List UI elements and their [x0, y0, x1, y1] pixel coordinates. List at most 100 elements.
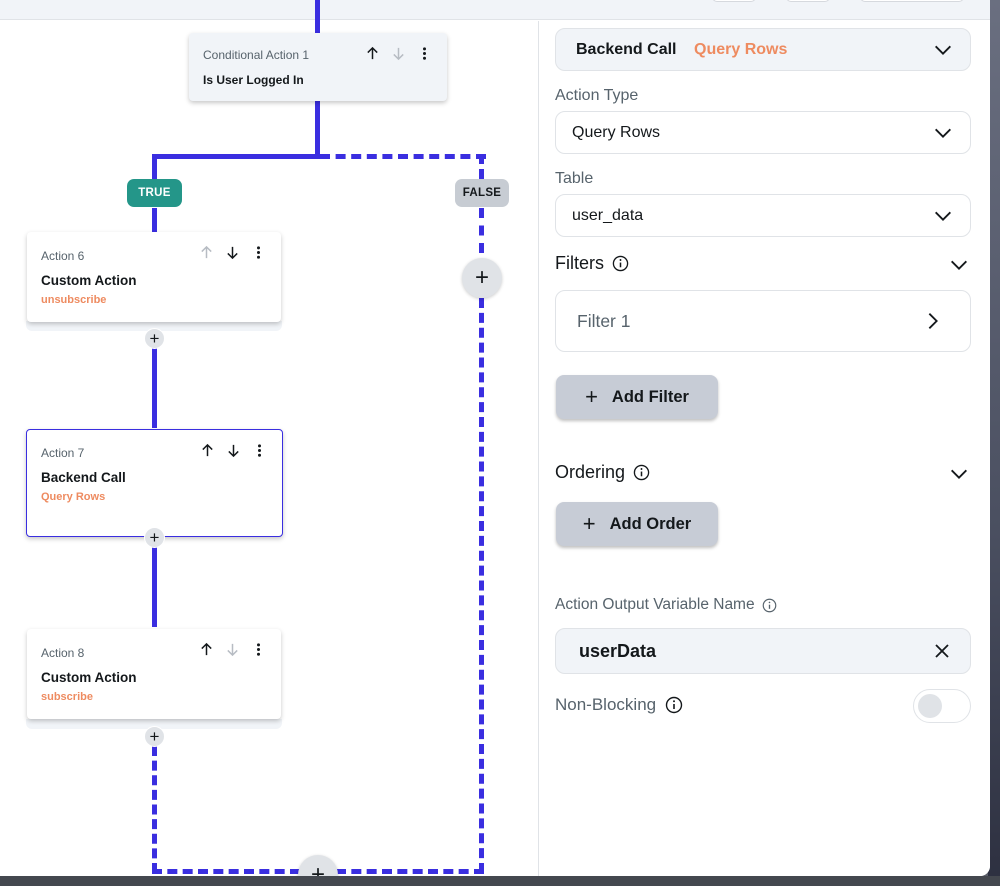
- plus-icon: +: [582, 511, 596, 536]
- add-action-button[interactable]: +: [144, 527, 165, 548]
- action-properties-panel: Backend Call Query Rows Action Type Quer…: [539, 21, 990, 876]
- connector-line: [152, 346, 157, 428]
- false-branch-line: [479, 298, 484, 873]
- action-type-dropdown[interactable]: Query Rows: [555, 111, 971, 154]
- card-footer: [26, 321, 282, 331]
- arrow-down-icon[interactable]: [224, 244, 241, 261]
- arrow-up-icon[interactable]: [198, 244, 215, 261]
- add-filter-label: Add Filter: [611, 387, 689, 406]
- action-header-value: Query Rows: [694, 40, 788, 58]
- plus-icon: +: [585, 384, 598, 409]
- info-icon[interactable]: [762, 598, 777, 613]
- action-title: Custom Action: [41, 273, 137, 288]
- ordering-section-header[interactable]: Ordering: [555, 462, 650, 483]
- add-action-button[interactable]: +: [144, 726, 165, 747]
- filter-item-label: Filter 1: [577, 310, 631, 331]
- connector-line: [152, 547, 157, 627]
- arrow-down-icon[interactable]: [225, 442, 242, 459]
- filters-label: Filters: [555, 253, 604, 273]
- toggle-knob: [918, 694, 942, 718]
- more-vert-icon[interactable]: [251, 442, 268, 459]
- info-icon[interactable]: [633, 464, 650, 481]
- action-card[interactable]: Action 6 Custom Action unsubscribe: [27, 232, 281, 322]
- chevron-down-icon: [935, 211, 951, 221]
- connector-line: [152, 208, 157, 232]
- table-value: user_data: [572, 206, 644, 224]
- conditional-action-card[interactable]: Conditional Action 1 Is User Logged In: [189, 33, 447, 101]
- connector-line: [152, 154, 157, 179]
- add-order-label: Add Order: [609, 514, 692, 533]
- action-type-value: Query Rows: [572, 123, 661, 141]
- chevron-down-icon[interactable]: [947, 463, 971, 485]
- action-subtitle: subscribe: [41, 691, 93, 703]
- true-branch-end-line: [152, 746, 157, 873]
- add-action-merge-button[interactable]: +: [298, 855, 338, 876]
- non-blocking-label: Non-Blocking: [555, 695, 657, 714]
- filter-item[interactable]: Filter 1: [555, 290, 971, 352]
- action-card-selected[interactable]: Action 7 Backend Call Query Rows: [26, 429, 283, 537]
- table-dropdown[interactable]: user_data: [555, 194, 971, 237]
- output-variable-label: Action Output Variable Name: [555, 596, 755, 613]
- add-action-false-branch-button[interactable]: +: [462, 258, 502, 298]
- card-controls: [198, 641, 267, 658]
- info-icon[interactable]: [612, 255, 629, 272]
- info-icon[interactable]: [665, 696, 683, 714]
- conditional-action-kicker: Conditional Action 1: [203, 48, 310, 62]
- arrow-down-icon[interactable]: [390, 45, 407, 62]
- card-controls: [198, 244, 267, 261]
- output-variable-value: userData: [579, 640, 657, 661]
- connector-line: [315, 0, 320, 34]
- action-header-dropdown[interactable]: Backend Call Query Rows: [555, 28, 971, 71]
- more-vert-icon[interactable]: [250, 244, 267, 261]
- toolbar-button[interactable]: [712, 0, 756, 2]
- arrow-down-icon[interactable]: [224, 641, 241, 658]
- top-toolbar: [0, 0, 990, 20]
- filters-section-header[interactable]: Filters: [555, 253, 629, 274]
- action-title: Custom Action: [41, 670, 137, 685]
- non-blocking-header: Non-Blocking: [555, 695, 683, 715]
- arrow-up-icon[interactable]: [199, 442, 216, 459]
- action-header-label: Backend Call: [576, 40, 677, 58]
- false-branch-badge: FALSE: [455, 179, 509, 207]
- false-branch-line: [320, 154, 486, 159]
- conditional-action-title: Is User Logged In: [203, 73, 304, 87]
- panel-divider: [538, 21, 539, 876]
- arrow-up-icon[interactable]: [364, 45, 381, 62]
- more-vert-icon[interactable]: [250, 641, 267, 658]
- action-subtitle: unsubscribe: [41, 294, 107, 306]
- arrow-up-icon[interactable]: [198, 641, 215, 658]
- chevron-right-icon: [928, 313, 938, 329]
- more-vert-icon[interactable]: [416, 45, 433, 62]
- ordering-label: Ordering: [555, 462, 626, 482]
- card-footer: [26, 719, 282, 729]
- card-controls: [364, 45, 433, 62]
- close-icon[interactable]: [934, 643, 950, 659]
- connector-line: [315, 101, 320, 159]
- action-subtitle: Query Rows: [41, 491, 106, 503]
- chevron-down-icon[interactable]: [947, 254, 971, 276]
- action-type-label: Action Type: [555, 87, 639, 104]
- non-blocking-toggle[interactable]: [913, 689, 971, 723]
- false-branch-line: [479, 208, 484, 253]
- desktop-taskbar-edge: [0, 876, 1000, 886]
- true-branch-badge: TRUE: [127, 179, 182, 207]
- add-filter-button[interactable]: + Add Filter: [556, 375, 718, 419]
- action-flow-editor-window: Conditional Action 1 Is User Logged In T…: [0, 0, 990, 876]
- toolbar-button[interactable]: [786, 0, 830, 2]
- action-card[interactable]: Action 8 Custom Action subscribe: [27, 629, 281, 719]
- toolbar-button[interactable]: [860, 0, 964, 2]
- flow-canvas[interactable]: Conditional Action 1 Is User Logged In T…: [0, 0, 538, 876]
- add-action-button[interactable]: +: [144, 328, 165, 349]
- output-variable-input[interactable]: userData: [555, 628, 971, 674]
- false-branch-line: [479, 154, 484, 179]
- connector-line: [152, 154, 320, 159]
- action-kicker: Action 6: [41, 249, 85, 263]
- output-variable-header: Action Output Variable Name: [555, 596, 777, 614]
- chevron-down-icon: [935, 45, 951, 55]
- desktop-background: [988, 0, 1000, 886]
- card-controls: [199, 442, 268, 459]
- add-order-button[interactable]: + Add Order: [556, 502, 718, 546]
- action-kicker: Action 8: [41, 646, 85, 660]
- action-title: Backend Call: [41, 470, 126, 485]
- action-kicker: Action 7: [41, 446, 85, 460]
